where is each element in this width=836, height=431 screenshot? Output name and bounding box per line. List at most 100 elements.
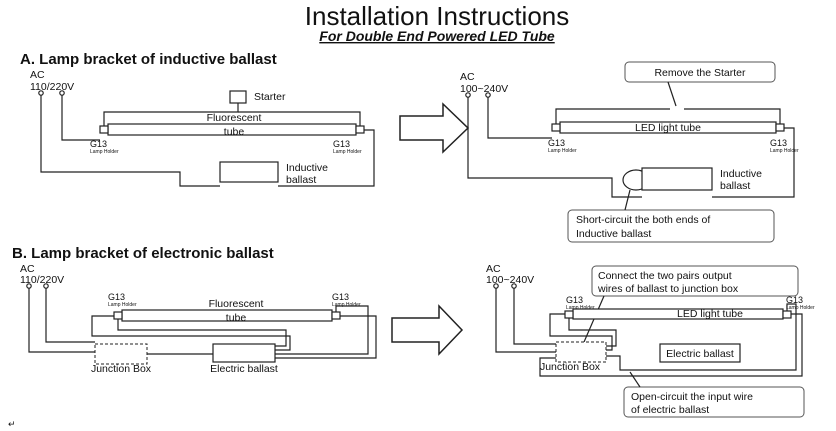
ac-terminal-left — [465, 92, 471, 98]
section-b-before-diagram: AC 110/220V G13 Lamp Holder G13 Lamp Hol… — [20, 263, 377, 375]
holder-left-label: Lamp Holder — [90, 149, 119, 155]
g13-right-label: G13 — [333, 139, 350, 149]
wire — [91, 315, 291, 351]
ac-terminal-left — [493, 283, 499, 289]
g13-left-label: G13 — [90, 139, 107, 149]
ac-terminal-left — [26, 283, 32, 289]
holder-right-label: Lamp Holder — [786, 305, 815, 311]
wire — [28, 288, 95, 353]
ac-terminal-left — [38, 90, 44, 96]
lamp-holder-left — [564, 310, 574, 319]
wire — [238, 111, 361, 126]
wire — [275, 305, 369, 355]
section-a-heading: A. Lamp bracket of inductive ballast — [20, 51, 277, 68]
g13-right-label: G13 — [770, 138, 787, 148]
connect-wires-line1: Connect the two pairs output — [598, 270, 732, 282]
g13-left-label: G13 — [548, 138, 565, 148]
voltage-label: 100~240V — [486, 274, 534, 286]
page-subtitle: For Double End Powered LED Tube — [319, 28, 555, 44]
holder-left-label: Lamp Holder — [566, 305, 595, 311]
paragraph-mark: ↵ — [8, 419, 16, 429]
ballast-label-line1: Inductive — [720, 168, 762, 180]
g13-left-label: G13 — [566, 295, 583, 305]
lamp-holder-right — [782, 310, 792, 319]
wire — [712, 127, 795, 198]
ac-terminal-right — [43, 283, 49, 289]
remove-starter-label: Remove the Starter — [654, 67, 746, 79]
section-a-after-diagram: AC 100~240V Remove the Starter LED light… — [460, 61, 799, 243]
g13-left-label: G13 — [108, 292, 125, 302]
wire — [275, 315, 377, 359]
holder-left-label: Lamp Holder — [548, 148, 577, 154]
starter-label: Starter — [254, 91, 286, 103]
callout-pointer — [624, 189, 631, 211]
ac-terminal-right — [511, 283, 517, 289]
wire — [40, 95, 220, 187]
wire — [45, 288, 95, 343]
wire — [568, 318, 617, 347]
open-circuit-line2: of electric ballast — [631, 404, 709, 416]
wire — [103, 103, 239, 126]
connect-wires-line2: wires of ballast to junction box — [597, 283, 739, 295]
section-a-before-diagram: AC 110/220V Starter Fluorescent tube G13… — [30, 69, 375, 187]
electric-ballast-box — [212, 343, 276, 363]
holder-left-label: Lamp Holder — [108, 302, 137, 308]
ac-terminal-right — [485, 92, 491, 98]
lamp-holder-right — [775, 123, 785, 132]
holder-right-label: Lamp Holder — [332, 302, 361, 308]
wire — [606, 303, 797, 371]
lamp-holder-left — [113, 311, 123, 320]
junction-box-label: Junction Box — [540, 361, 601, 373]
tube-label-line2: tube — [226, 312, 247, 324]
voltage-label: 100~240V — [460, 83, 508, 95]
wire — [684, 108, 781, 124]
lamp-holder-left — [551, 123, 561, 132]
wire — [513, 288, 556, 345]
junction-box-label: Junction Box — [91, 363, 152, 375]
ac-terminal-right — [59, 90, 65, 96]
junction-box — [555, 341, 607, 363]
wire — [278, 129, 375, 187]
wire — [495, 288, 556, 353]
tube-label-line2: tube — [224, 126, 245, 138]
wire — [539, 313, 803, 377]
ac-label: AC — [20, 263, 35, 275]
wire — [61, 95, 100, 141]
wire — [555, 108, 670, 124]
ac-label: AC — [30, 69, 45, 81]
ballast-label-line1: Inductive — [286, 162, 328, 174]
page-title: Installation Instructions — [305, 1, 569, 31]
voltage-label: 110/220V — [20, 274, 64, 286]
ballast-label-line2: ballast — [286, 174, 316, 186]
section-b-after-diagram: AC 100~240V Connect the two pairs output… — [486, 263, 815, 418]
holder-right-label: Lamp Holder — [333, 149, 362, 155]
lamp-holder-left — [99, 125, 109, 134]
junction-box — [94, 343, 148, 365]
callout-pointer — [629, 371, 641, 388]
wire — [117, 319, 287, 347]
electric-ballast-box — [659, 343, 741, 363]
holder-right-label: Lamp Holder — [770, 148, 799, 154]
callout-pointer — [667, 81, 677, 107]
connect-wires-callout — [591, 265, 799, 297]
g13-right-label: G13 — [332, 292, 349, 302]
lamp-holder-right — [355, 125, 365, 134]
voltage-label: 110/220V — [30, 81, 74, 93]
electric-ballast-label: Electric ballast — [666, 348, 734, 360]
tube-label-line1: Fluorescent — [209, 298, 264, 310]
starter-box — [229, 90, 247, 104]
ac-label: AC — [486, 263, 501, 275]
remove-starter-callout — [624, 61, 776, 83]
g13-right-label: G13 — [786, 295, 803, 305]
open-circuit-line1: Open-circuit the input wire — [631, 391, 753, 403]
led-tube-label: LED light tube — [677, 308, 743, 320]
short-circuit-line1: Short-circuit the both ends of — [576, 214, 710, 226]
transition-arrow-a — [399, 102, 470, 154]
wire — [467, 97, 642, 198]
lamp-holder-right — [331, 311, 341, 320]
electric-ballast-label: Electric ballast — [210, 363, 278, 375]
wire — [487, 97, 552, 139]
transition-arrow-b — [391, 304, 464, 356]
